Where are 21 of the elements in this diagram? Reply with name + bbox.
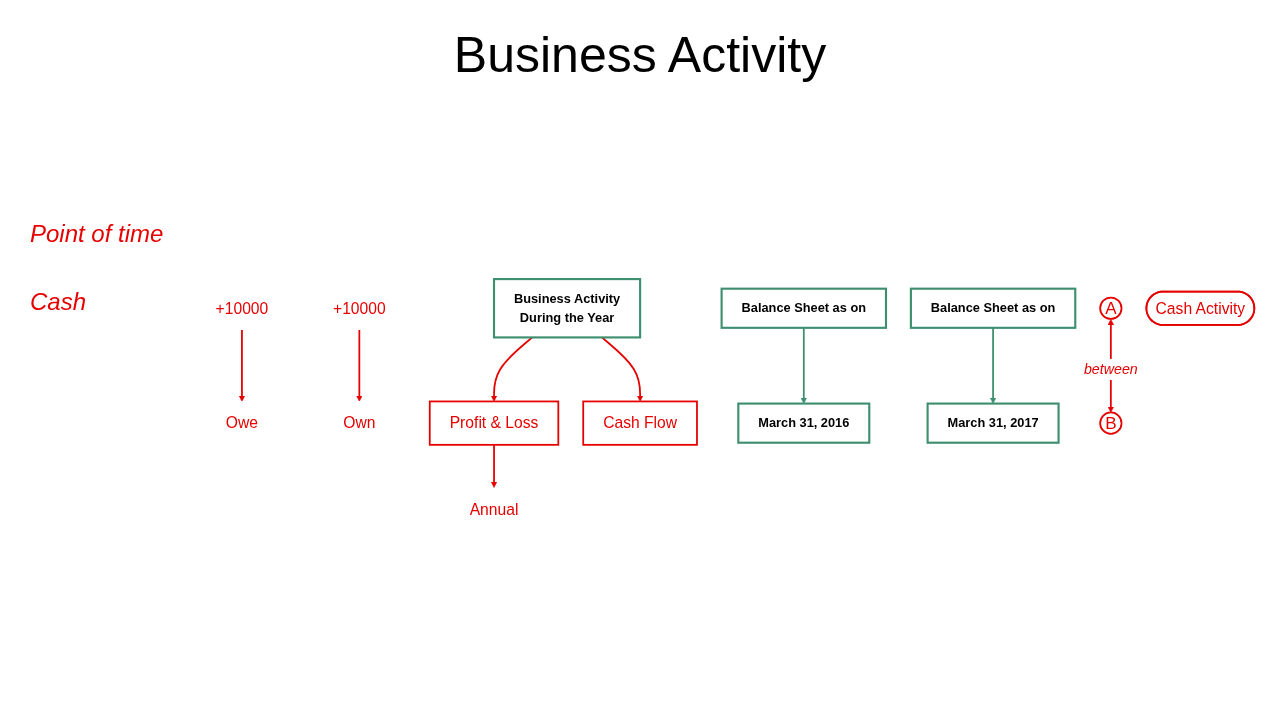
node-box: Business Activity During the Year — [492, 278, 642, 339]
title: Business Activity — [453, 28, 827, 83]
node-text: +10000 — [333, 299, 386, 318]
node-text: Annual — [469, 500, 519, 519]
node-box: March 31, 2016 — [737, 402, 871, 444]
node-circle: B — [1099, 411, 1123, 435]
node-box: Balance Sheet as on — [720, 287, 888, 329]
node-text: Owe — [225, 414, 259, 433]
handwritten-note: Point of time — [30, 220, 164, 248]
edge-label: between — [1083, 361, 1138, 378]
node-box: March 31, 2017 — [926, 402, 1060, 444]
node-box: Profit & Loss — [428, 400, 560, 446]
arrow — [238, 329, 246, 402]
node-text: Own — [343, 414, 376, 433]
node-text: +10000 — [215, 299, 269, 318]
arrow — [356, 329, 363, 402]
handwritten-note: Cash — [30, 288, 87, 316]
arrow — [490, 443, 498, 488]
node-box: Balance Sheet as on — [909, 287, 1077, 329]
node-box: Cash Flow — [582, 400, 698, 446]
node-circle: A — [1099, 296, 1123, 320]
